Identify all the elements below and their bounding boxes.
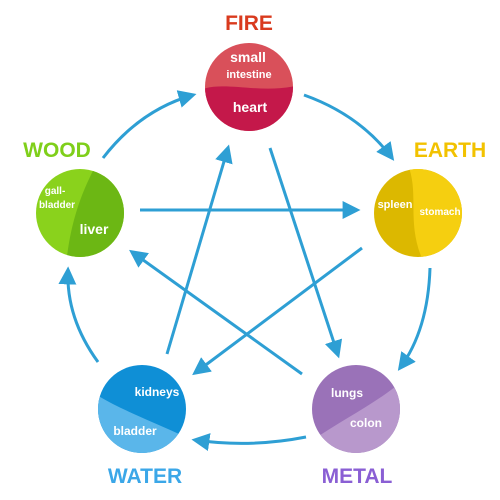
arrow-wood-to-fire [101, 90, 197, 159]
metal-label: METAL [322, 465, 393, 488]
generating-cycle [58, 90, 432, 451]
arrow-fire-to-metal [268, 147, 343, 359]
arrow-metal-to-water [191, 433, 307, 451]
earth-organ-spleen: spleen [378, 199, 413, 211]
metal-organ-colon: colon [350, 416, 382, 430]
wood-organ-liver: liver [80, 221, 109, 237]
arrow-earth-to-water [192, 246, 363, 376]
wood-organ-gall: gall- [45, 186, 66, 197]
fire-organ-heart: heart [233, 99, 268, 115]
water-organ-kidneys: kidneys [135, 385, 180, 399]
arrow-fire-to-earth [303, 93, 395, 161]
arrow-water-to-wood [58, 266, 100, 363]
arrow-metal-to-wood [129, 249, 303, 376]
wood-node: WOOD gall- bladder liver [23, 139, 124, 257]
arrow-earth-to-metal [397, 267, 432, 371]
controlling-cycle [129, 144, 363, 376]
water-organ-bladder: bladder [113, 424, 157, 438]
wood-label: WOOD [23, 139, 91, 162]
metal-organ-lungs: lungs [331, 386, 363, 400]
metal-circle-bottom [312, 378, 400, 453]
fire-label: FIRE [225, 12, 273, 35]
arrow-water-to-fire [165, 144, 233, 355]
fire-node: FIRE small intestine heart [205, 12, 293, 131]
water-label: WATER [108, 465, 182, 488]
fire-organ-intestine: intestine [226, 69, 271, 81]
earth-node: EARTH spleen stomach [374, 139, 486, 257]
earth-organ-stomach: stomach [419, 207, 460, 218]
metal-node: METAL lungs colon [312, 365, 400, 488]
water-node: WATER kidneys bladder [98, 365, 186, 488]
water-circle-bottom [98, 392, 186, 453]
wood-organ-bladder: bladder [39, 200, 75, 211]
fire-organ-small: small [230, 49, 266, 65]
wood-circle-right [66, 169, 124, 257]
earth-label: EARTH [414, 139, 486, 162]
